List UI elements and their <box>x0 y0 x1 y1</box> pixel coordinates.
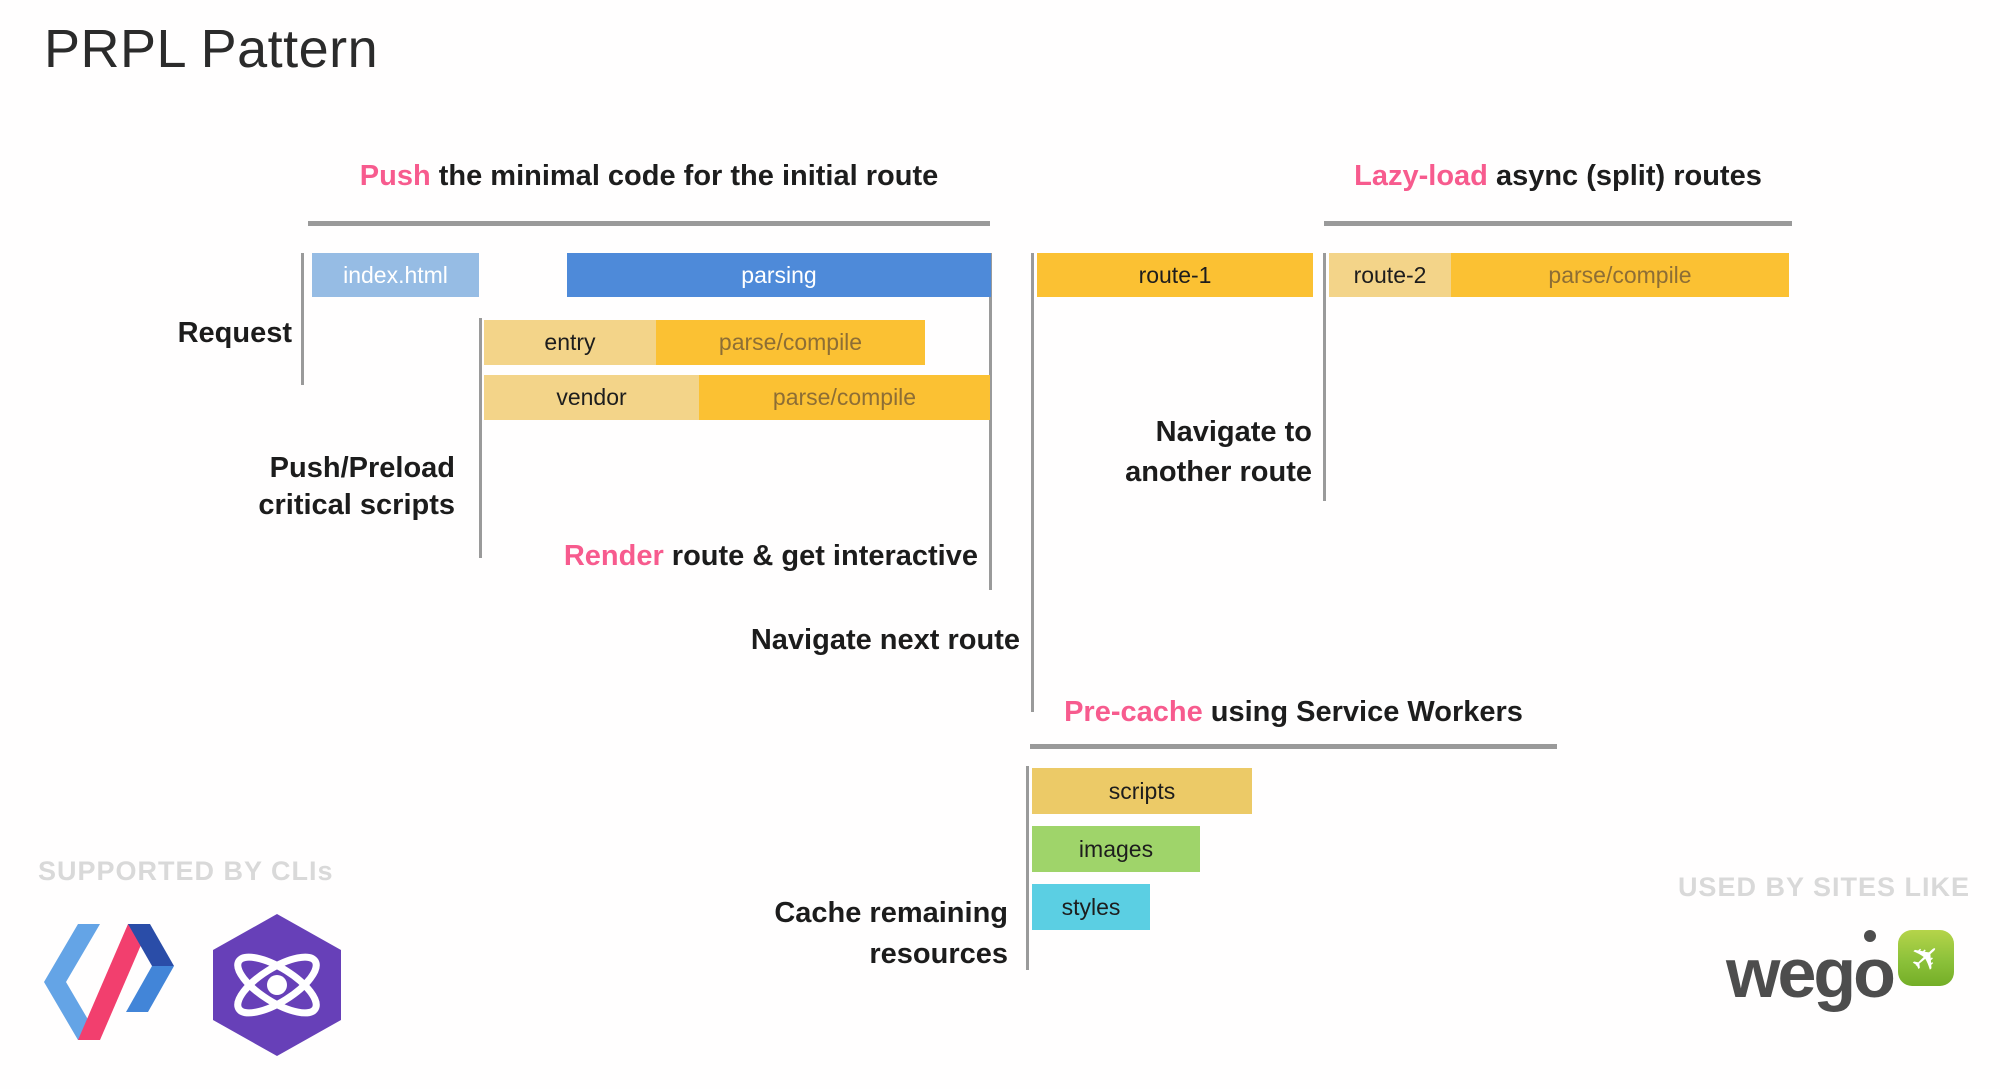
navigate-another-marker-line <box>1323 253 1326 501</box>
render-marker-line <box>989 253 992 590</box>
precache-header-highlight: Pre-cache <box>1064 696 1203 728</box>
push-preload-marker-line <box>479 318 482 558</box>
navigate-another-label: Navigate to another route <box>1050 412 1312 492</box>
supported-by-clis-label: SUPPORTED BY CLIs <box>38 856 334 886</box>
request-marker-line <box>301 253 304 385</box>
bar-route-2: route-2 <box>1329 253 1451 297</box>
bar-parsing: parsing <box>567 253 991 297</box>
wego-logo-box: ✈ <box>1898 930 1954 986</box>
bar-vendor-parse-compile: parse/compile <box>699 375 990 420</box>
bar-images: images <box>1032 826 1200 872</box>
bar-route-1: route-1 <box>1037 253 1313 297</box>
bar-route-2-parse-compile: parse/compile <box>1451 253 1789 297</box>
render-header: Render route & get interactive <box>500 540 978 573</box>
cache-remaining-label-line2: resources <box>869 938 1008 970</box>
wego-logo-text: wego <box>1726 934 1896 1012</box>
render-header-highlight: Render <box>563 540 664 572</box>
navigate-next-label: Navigate next route <box>750 624 1020 656</box>
used-by-sites-label: USED BY SITES LIKE <box>1677 872 1970 902</box>
cache-marker-line <box>1026 766 1029 970</box>
lazyload-section-underline <box>1324 221 1792 226</box>
precache-section-header: Pre-cache using Service Workers <box>1030 696 1557 729</box>
bar-scripts: scripts <box>1032 768 1252 814</box>
push-section-header: Push the minimal code for the initial ro… <box>308 160 990 193</box>
polymer-logo-icon <box>44 924 174 1040</box>
lazyload-header-highlight: Lazy-load <box>1354 160 1488 192</box>
push-preload-label-line2: critical scripts <box>258 489 455 521</box>
cache-remaining-label-line1: Cache remaining <box>774 897 1008 929</box>
push-section-underline <box>308 221 990 226</box>
precache-section-underline <box>1030 744 1557 749</box>
push-preload-label-line1: Push/Preload <box>269 452 455 484</box>
bar-vendor: vendor <box>484 375 699 420</box>
preact-logo-icon <box>213 914 341 1056</box>
lazyload-header-rest: async (split) routes <box>1487 160 1762 192</box>
precache-header-rest: using Service Workers <box>1202 696 1523 728</box>
page-title: PRPL Pattern <box>44 19 379 79</box>
wego-logo-dot <box>1864 930 1876 942</box>
push-preload-label: Push/Preload critical scripts <box>155 450 455 524</box>
bar-entry: entry <box>484 320 656 365</box>
lazyload-section-header: Lazy-load async (split) routes <box>1324 160 1792 193</box>
request-label: Request <box>177 317 292 349</box>
cache-remaining-label: Cache remaining resources <box>720 893 1008 975</box>
bar-index-html: index.html <box>312 253 479 297</box>
navigate-another-label-line1: Navigate to <box>1155 416 1312 448</box>
navigate-next-marker-line <box>1031 253 1034 712</box>
push-header-rest: the minimal code for the initial route <box>430 160 939 192</box>
bar-entry-parse-compile: parse/compile <box>656 320 925 365</box>
bar-styles: styles <box>1032 884 1150 930</box>
airplane-icon: ✈ <box>1900 932 1951 983</box>
render-header-rest: route & get interactive <box>663 540 978 572</box>
push-header-highlight: Push <box>359 160 431 192</box>
navigate-another-label-line2: another route <box>1125 456 1312 488</box>
